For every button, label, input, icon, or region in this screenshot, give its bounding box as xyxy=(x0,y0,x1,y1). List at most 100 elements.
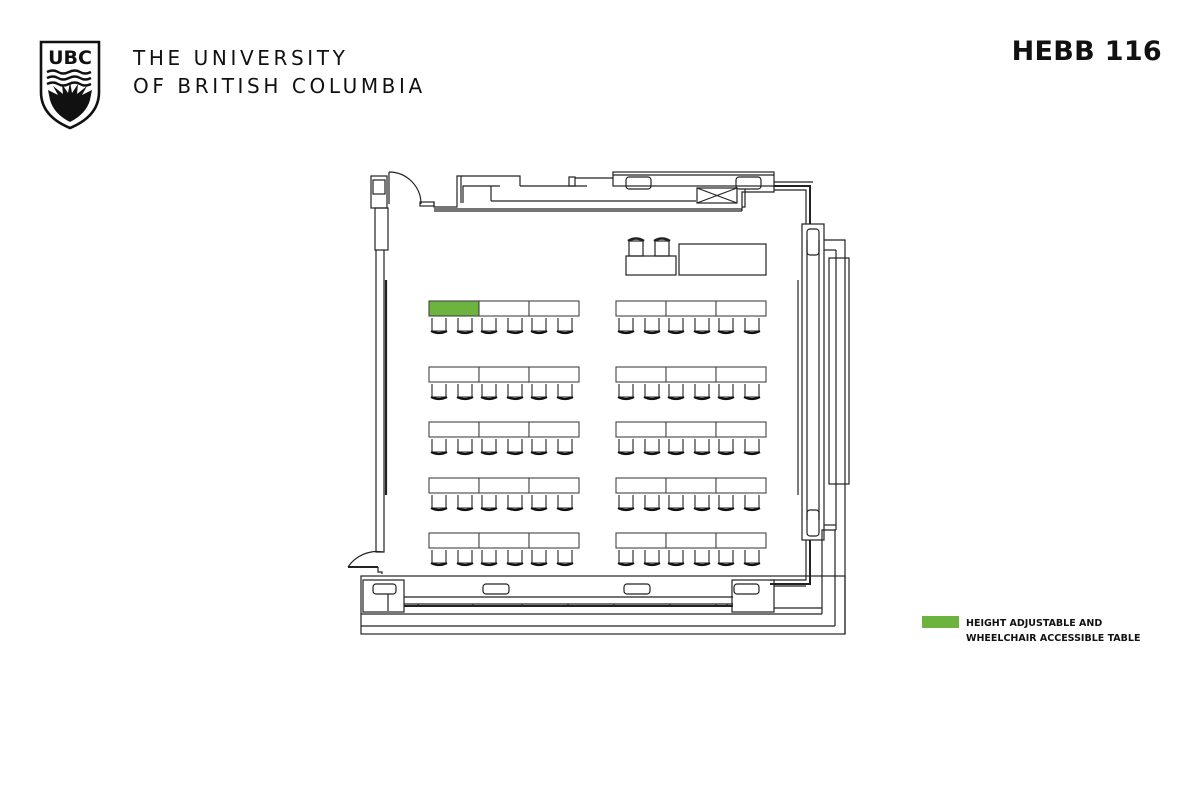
chair-icon xyxy=(718,384,734,398)
chair-icon xyxy=(618,550,634,564)
chair-icon xyxy=(718,495,734,509)
table xyxy=(528,421,580,438)
table xyxy=(715,300,767,317)
chair-icon xyxy=(644,439,660,453)
chair-icon xyxy=(694,384,710,398)
chair-icon xyxy=(644,384,660,398)
chair-icon xyxy=(694,550,710,564)
chair-icon xyxy=(644,495,660,509)
column-top xyxy=(696,187,738,204)
chair-icon xyxy=(644,550,660,564)
chair-icon xyxy=(457,439,473,453)
chair-icon xyxy=(557,495,573,509)
wall-duct-1 xyxy=(625,176,652,190)
door-swing-top xyxy=(388,171,422,205)
chair-icon xyxy=(431,550,447,564)
university-name: THE UNIVERSITY OF BRITISH COLUMBIA xyxy=(133,44,426,100)
table xyxy=(615,477,667,494)
legend-swatch-accessible xyxy=(922,616,959,628)
chair-icon xyxy=(718,318,734,332)
table xyxy=(615,300,667,317)
table xyxy=(715,421,767,438)
chair-icon xyxy=(668,318,684,332)
table xyxy=(665,300,717,317)
chair-icon xyxy=(481,550,497,564)
table xyxy=(528,300,580,317)
table xyxy=(615,366,667,383)
chair-icon xyxy=(668,495,684,509)
floor-box-1 xyxy=(482,583,510,595)
table xyxy=(665,366,717,383)
chair-icon xyxy=(507,550,523,564)
table xyxy=(715,477,767,494)
chair-icon xyxy=(618,318,634,332)
table xyxy=(528,532,580,549)
table xyxy=(428,366,480,383)
chair-icon xyxy=(744,550,760,564)
table xyxy=(478,300,530,317)
table xyxy=(478,477,530,494)
wall-duct-2 xyxy=(735,176,762,190)
chair-icon xyxy=(668,439,684,453)
chair-icon xyxy=(744,318,760,332)
chair-icon xyxy=(507,439,523,453)
university-name-line1: THE UNIVERSITY xyxy=(133,46,349,70)
logo-text: UBC xyxy=(48,47,92,69)
chair-icon xyxy=(557,384,573,398)
seating-area xyxy=(428,300,767,567)
chair-icon xyxy=(531,495,547,509)
chair-icon xyxy=(531,550,547,564)
table xyxy=(665,477,717,494)
table xyxy=(715,532,767,549)
chair-icon xyxy=(744,384,760,398)
table xyxy=(528,477,580,494)
table xyxy=(665,421,717,438)
chair-icon xyxy=(744,439,760,453)
chair-icon xyxy=(457,384,473,398)
table xyxy=(478,421,530,438)
chair-icon xyxy=(618,384,634,398)
table xyxy=(665,532,717,549)
chair-icon xyxy=(507,495,523,509)
table xyxy=(428,421,480,438)
chair-icon xyxy=(507,318,523,332)
chair-icon xyxy=(718,550,734,564)
chair-icon xyxy=(694,495,710,509)
chair-icon xyxy=(618,439,634,453)
chair-icon xyxy=(481,495,497,509)
chair-icon xyxy=(481,439,497,453)
chair-icon xyxy=(457,318,473,332)
chair-icon xyxy=(507,384,523,398)
chair-icon xyxy=(531,384,547,398)
chair-icon xyxy=(694,318,710,332)
legend-label-accessible: HEIGHT ADJUSTABLE AND WHEELCHAIR ACCESSI… xyxy=(966,618,1141,644)
chair-icon xyxy=(557,550,573,564)
table xyxy=(715,366,767,383)
chair-icon xyxy=(668,550,684,564)
chair-icon xyxy=(668,384,684,398)
table xyxy=(478,532,530,549)
chair-icon xyxy=(431,439,447,453)
chair-icon xyxy=(744,495,760,509)
table xyxy=(428,532,480,549)
chair-icon xyxy=(481,384,497,398)
table xyxy=(615,421,667,438)
table xyxy=(428,477,480,494)
chair-icon xyxy=(694,439,710,453)
room-title: HEBB 116 xyxy=(1011,36,1162,67)
chair-icon xyxy=(457,550,473,564)
chair-icon xyxy=(618,495,634,509)
table xyxy=(528,366,580,383)
university-name-line2: OF BRITISH COLUMBIA xyxy=(133,74,426,98)
floor-box-2 xyxy=(623,583,651,595)
table xyxy=(615,532,667,549)
instructor-desk xyxy=(625,237,767,276)
chair-icon xyxy=(557,318,573,332)
chair-icon xyxy=(644,318,660,332)
chair-icon xyxy=(718,439,734,453)
chair-icon xyxy=(457,495,473,509)
chair-icon xyxy=(431,495,447,509)
chair-icon xyxy=(531,439,547,453)
accessible-table xyxy=(428,300,480,317)
